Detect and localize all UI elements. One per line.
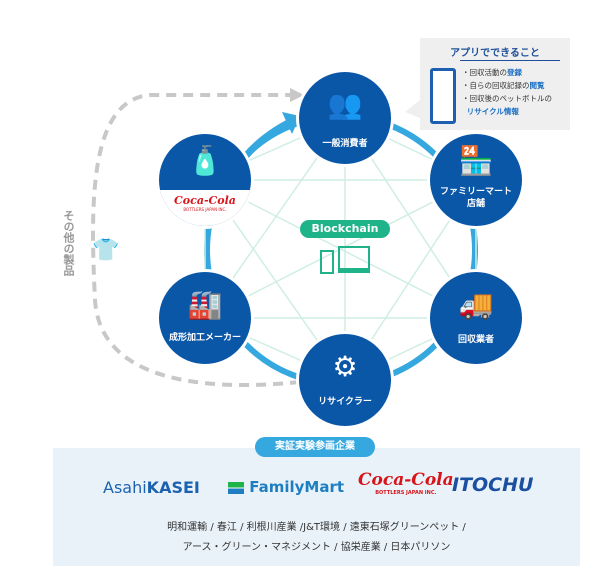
flow-arrowhead [282, 112, 300, 134]
laptop-icon [338, 246, 370, 273]
callout-pointer [405, 100, 420, 118]
callout-item: ・自らの回収記録の閲覧 [462, 81, 545, 90]
familymart-logo: FamilyMart [228, 478, 344, 496]
factory-icon: 🏭 [187, 288, 223, 321]
other-products-label: その他の製品 [62, 210, 75, 276]
conveyor-icon: ⚙ [332, 350, 358, 383]
tshirt-icon: 👕 [92, 238, 120, 263]
phone-icon [430, 68, 456, 124]
people-icon: 👥 [327, 88, 363, 121]
bottle-icon: 🧴 [187, 144, 223, 177]
callout-title: アプリでできること [450, 48, 540, 59]
callout: アプリでできること ・回収活動の登録 ・自らの回収記録の閲覧 ・回収後のペットボ… [420, 38, 570, 130]
node-recycler: ⚙ リサイクラー [299, 334, 391, 426]
cocacola-logo: Coca-Cola BOTTLERS JAPAN INC. [358, 470, 454, 496]
dashed-arrowhead [290, 88, 304, 102]
itochu-logo: ITOCHU [452, 474, 534, 496]
node-familymart: 🏪 ファミリーマート 店舗 [430, 134, 522, 226]
partners-panel [53, 448, 580, 566]
store-icon: 🏪 [458, 144, 494, 177]
node-consumer: 👥 一般消費者 [299, 72, 391, 164]
dashed-loop [91, 93, 301, 387]
blockchain-label: Blockchain [300, 220, 390, 238]
partners-badge: 実証実験参画企業 [255, 437, 375, 457]
device-icon [320, 250, 334, 274]
callout-item: ・回収後のペットボトルの リサイクル情報 [462, 94, 552, 116]
node-molder: 🏭 成形加工メーカー [159, 272, 251, 364]
partners-line-1: 明和運輸 / 春江 / 利根川産業 /J&T環境 / 遠東石塚グリーンペット / [167, 522, 466, 533]
node-collector: 🚚 回収業者 [430, 272, 522, 364]
truck-icon: 🚚 [458, 288, 494, 321]
node-cocacola: 🧴 Coca-Cola BOTTLERS JAPAN INC. [159, 134, 251, 226]
cocacola-logo: Coca-Cola [174, 194, 236, 207]
asahi-kasei-logo: AsahiKASEI [103, 478, 200, 497]
partners-line-2: アース・グリーン・マネジメント / 協栄産業 / 日本パリソン [182, 542, 451, 553]
callout-item: ・回収活動の登録 [462, 68, 522, 77]
